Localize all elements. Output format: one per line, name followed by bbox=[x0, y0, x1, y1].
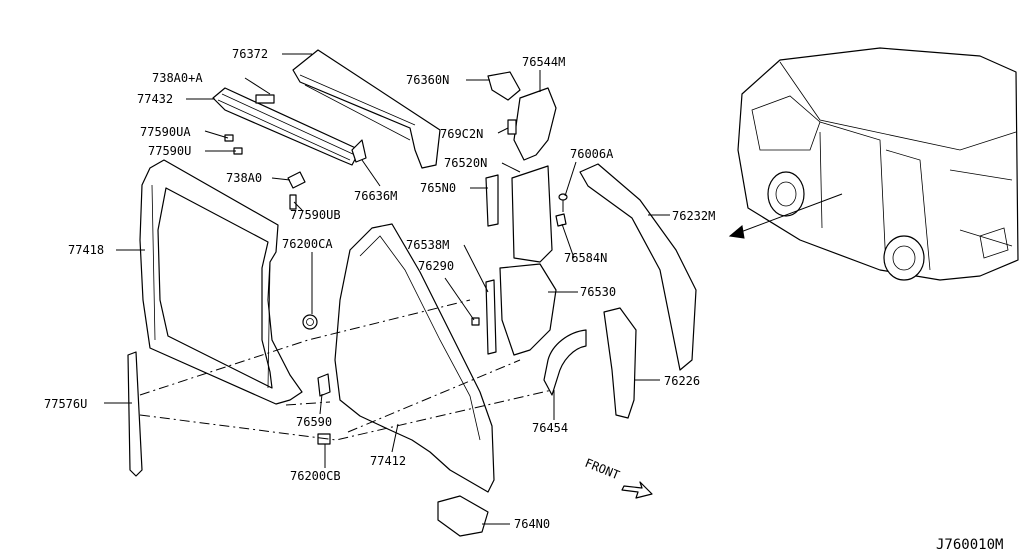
label-76636M: 76636M bbox=[354, 189, 397, 203]
bolt-part-76006A bbox=[558, 193, 568, 212]
label-76520N: 76520N bbox=[444, 156, 487, 170]
label-77576U: 77576U bbox=[44, 397, 87, 411]
leader-lines bbox=[104, 53, 670, 525]
label-76200CA: 76200CA bbox=[282, 237, 333, 251]
side-rail-part-76232M bbox=[579, 163, 697, 371]
assembly-lines bbox=[139, 299, 553, 441]
diagram-code: J760010M bbox=[936, 537, 1003, 553]
label-76232M: 76232M bbox=[672, 209, 715, 223]
pillar-trim-part-77576U bbox=[127, 351, 143, 477]
label-76590: 76590 bbox=[296, 415, 332, 429]
van-illustration bbox=[728, 47, 1019, 281]
label-77590U: 77590U bbox=[148, 144, 191, 158]
step-part-764N0 bbox=[437, 495, 489, 537]
clip-part-769C2N bbox=[507, 119, 517, 135]
label-76454: 76454 bbox=[532, 421, 568, 435]
panel-part-76530 bbox=[499, 263, 557, 356]
pillar-part-76226 bbox=[603, 307, 637, 419]
label-76290: 76290 bbox=[418, 259, 454, 273]
grommet-part-76200CA bbox=[302, 314, 318, 330]
label-77418: 77418 bbox=[68, 243, 104, 257]
label-76538M: 76538M bbox=[406, 238, 449, 252]
label-76584N: 76584N bbox=[564, 251, 607, 265]
label-738A0: 738A0 bbox=[226, 171, 262, 185]
wheel-arch-part-76454 bbox=[543, 329, 587, 396]
clip-part-77590UA bbox=[224, 134, 234, 142]
label-76530: 76530 bbox=[580, 285, 616, 299]
label-76200CB: 76200CB bbox=[290, 469, 341, 483]
bracket-part-76636M bbox=[351, 139, 367, 163]
bracket-part-765N0 bbox=[485, 174, 499, 227]
roof-header-part-77432 bbox=[212, 87, 361, 166]
label-77432: 77432 bbox=[137, 92, 173, 106]
roof-rail-part-76372 bbox=[292, 49, 441, 169]
clip-part-77590UB bbox=[289, 194, 297, 210]
bracket-part-738A0 bbox=[287, 171, 306, 189]
label-76360N: 76360N bbox=[406, 73, 449, 87]
label-76372: 76372 bbox=[232, 47, 268, 61]
label-76544M: 76544M bbox=[522, 55, 565, 69]
clip-part-76290 bbox=[471, 317, 480, 326]
reinforcement-part-76538M bbox=[485, 279, 497, 355]
bracket-part-76360N bbox=[487, 71, 521, 101]
body-side-frame-part-77418 bbox=[139, 159, 303, 405]
label-76006A: 76006A bbox=[570, 147, 614, 161]
label-77412: 77412 bbox=[370, 454, 406, 468]
label-765N0: 765N0 bbox=[420, 181, 456, 195]
label-738A0A: 738A0+A bbox=[152, 71, 203, 85]
panel-part-76520N bbox=[511, 165, 553, 263]
label-77590UA: 77590UA bbox=[140, 125, 191, 139]
front-label: FRONT bbox=[583, 456, 622, 483]
label-764N0: 764N0 bbox=[514, 517, 550, 531]
reinforcement-part-76544M bbox=[513, 87, 557, 161]
label-77590UB: 77590UB bbox=[290, 208, 341, 222]
bracket-part-76590 bbox=[317, 373, 331, 397]
label-76226: 76226 bbox=[664, 374, 700, 388]
front-body-side-part-77412 bbox=[334, 223, 495, 493]
label-769C2N: 769C2N bbox=[440, 127, 483, 141]
grommet-part-76200CB bbox=[317, 433, 331, 445]
front-arrow-icon bbox=[621, 481, 653, 499]
nut-part-76584N bbox=[555, 213, 567, 227]
